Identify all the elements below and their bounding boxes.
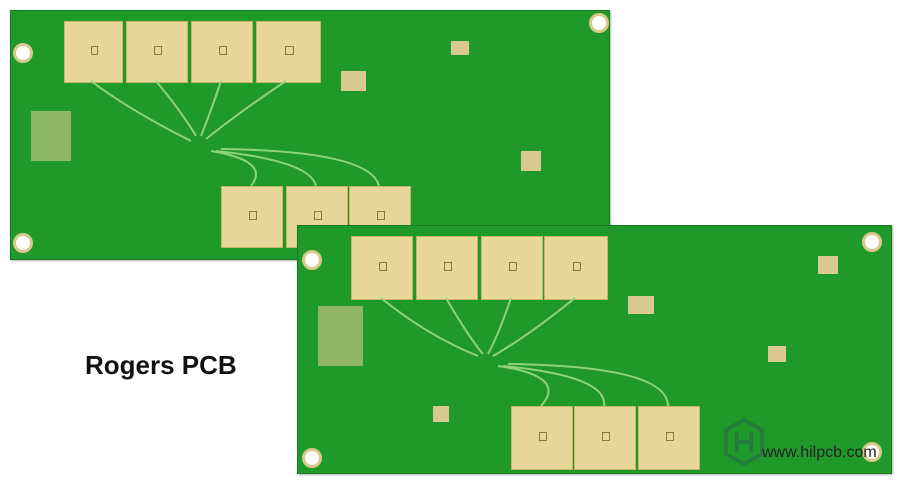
component xyxy=(768,346,786,362)
mounting-hole xyxy=(13,233,33,253)
title-label: Rogers PCB xyxy=(85,350,237,380)
component xyxy=(451,41,469,55)
component xyxy=(318,306,363,366)
mounting-hole xyxy=(13,43,33,63)
rf-pad xyxy=(511,406,573,470)
mounting-hole xyxy=(862,442,882,462)
mounting-hole xyxy=(302,250,322,270)
rf-pad xyxy=(64,21,123,83)
traces xyxy=(380,297,669,407)
rf-pad xyxy=(351,236,413,300)
component xyxy=(433,406,449,422)
rf-pad xyxy=(638,406,700,470)
rf-pad xyxy=(126,21,188,83)
rf-pad xyxy=(544,236,608,300)
mounting-hole xyxy=(589,13,609,33)
hilpcb-logo-icon xyxy=(724,418,764,466)
rf-pad xyxy=(574,406,636,470)
pcb-board-front xyxy=(297,225,892,474)
mounting-hole xyxy=(862,232,882,252)
traces xyxy=(90,80,380,187)
mounting-hole xyxy=(302,448,322,468)
pcb-board-back xyxy=(10,10,610,260)
component xyxy=(31,111,71,161)
component xyxy=(818,256,838,274)
rf-pad xyxy=(191,21,253,83)
component xyxy=(341,71,366,91)
watermark-url: www.hilpcb.com xyxy=(762,444,877,461)
rf-pad xyxy=(221,186,283,248)
component xyxy=(628,296,654,314)
rf-pad xyxy=(416,236,478,300)
rf-pad xyxy=(481,236,543,300)
rf-pad xyxy=(256,21,321,83)
component xyxy=(521,151,541,171)
